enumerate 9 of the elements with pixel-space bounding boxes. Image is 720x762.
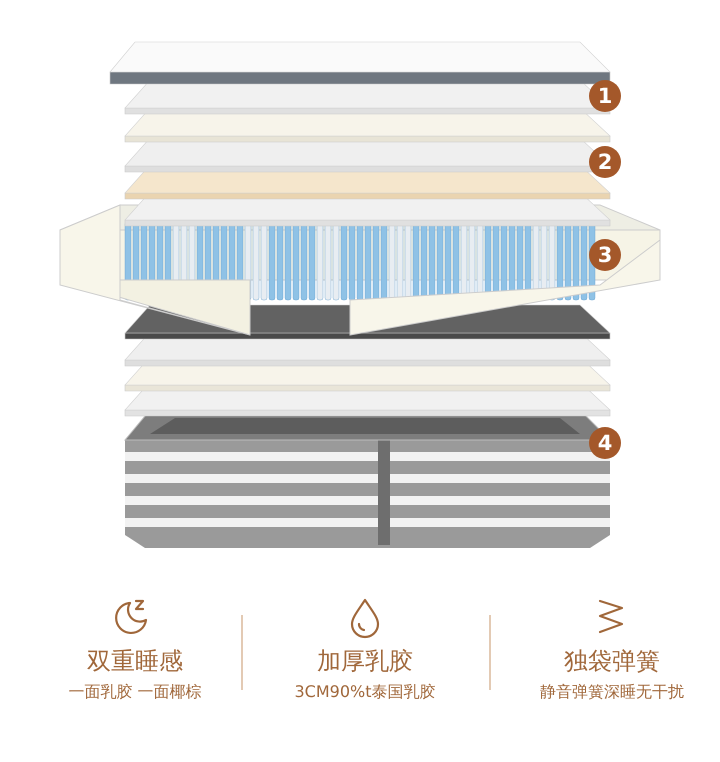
callout-number: 2 — [589, 146, 621, 178]
feature-description: 一面乳胶 一面椰棕 — [68, 682, 202, 703]
feature-title: 双重睡感 — [87, 646, 183, 677]
feature-description: 静音弹簧深睡无干扰 — [540, 682, 684, 703]
callout-number: 1 — [589, 80, 621, 112]
feature-description: 3CM90%t泰国乳胶 — [294, 682, 436, 703]
feature-title: 加厚乳胶 — [317, 646, 413, 677]
feature-title: 独袋弹簧 — [564, 646, 660, 677]
callout-number: 4 — [589, 427, 621, 459]
